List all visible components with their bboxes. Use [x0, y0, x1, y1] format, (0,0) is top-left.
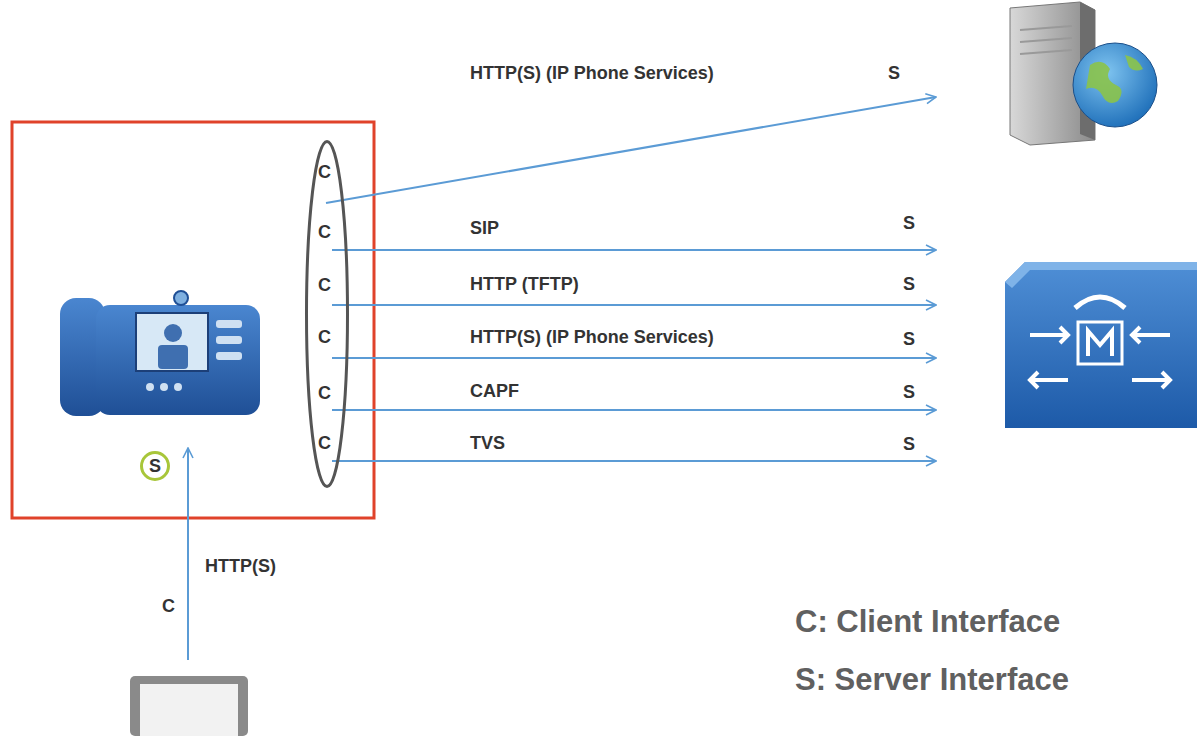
protocol-label: S — [903, 328, 915, 350]
protocol-label: HTTP(S) (IP Phone Services) — [470, 326, 714, 348]
interface-letter: C — [318, 274, 331, 296]
web-server-icon — [1010, 2, 1157, 145]
circle-shape — [142, 453, 169, 480]
client-interface-group: C C C C C C — [305, 140, 349, 488]
server-interface-marker: S — [140, 451, 170, 481]
protocol-label: HTTP (TFTP) — [470, 273, 579, 295]
ip-phone-icon — [60, 291, 260, 416]
interface-letter: C — [318, 432, 331, 454]
call-manager-icon — [1005, 262, 1197, 428]
legend-text: C: Client Interface — [795, 604, 1060, 640]
protocol-label: SIP — [470, 217, 499, 239]
interface-letter: S — [149, 455, 161, 477]
protocol-label: S — [903, 433, 915, 455]
protocol-arrows — [188, 97, 936, 660]
protocol-label: S — [888, 62, 900, 84]
protocol-label: HTTP(S) (IP Phone Services) — [470, 62, 714, 84]
protocol-label: CAPF — [470, 380, 519, 402]
legend-text: S: Server Interface — [795, 662, 1069, 698]
interface-letter: C — [318, 161, 331, 183]
protocol-label: S — [903, 273, 915, 295]
laptop-icon — [130, 676, 248, 736]
phone-boundary — [12, 122, 374, 518]
interface-letter: C — [318, 382, 331, 404]
protocol-label: S — [903, 381, 915, 403]
ellipse-shape — [307, 142, 348, 487]
protocol-label: S — [903, 212, 915, 234]
protocol-label: C — [162, 595, 175, 617]
protocol-label: HTTP(S) — [205, 555, 276, 577]
protocol-label: TVS — [470, 432, 505, 454]
interface-letter: C — [318, 326, 331, 348]
interface-letter: C — [318, 221, 331, 243]
